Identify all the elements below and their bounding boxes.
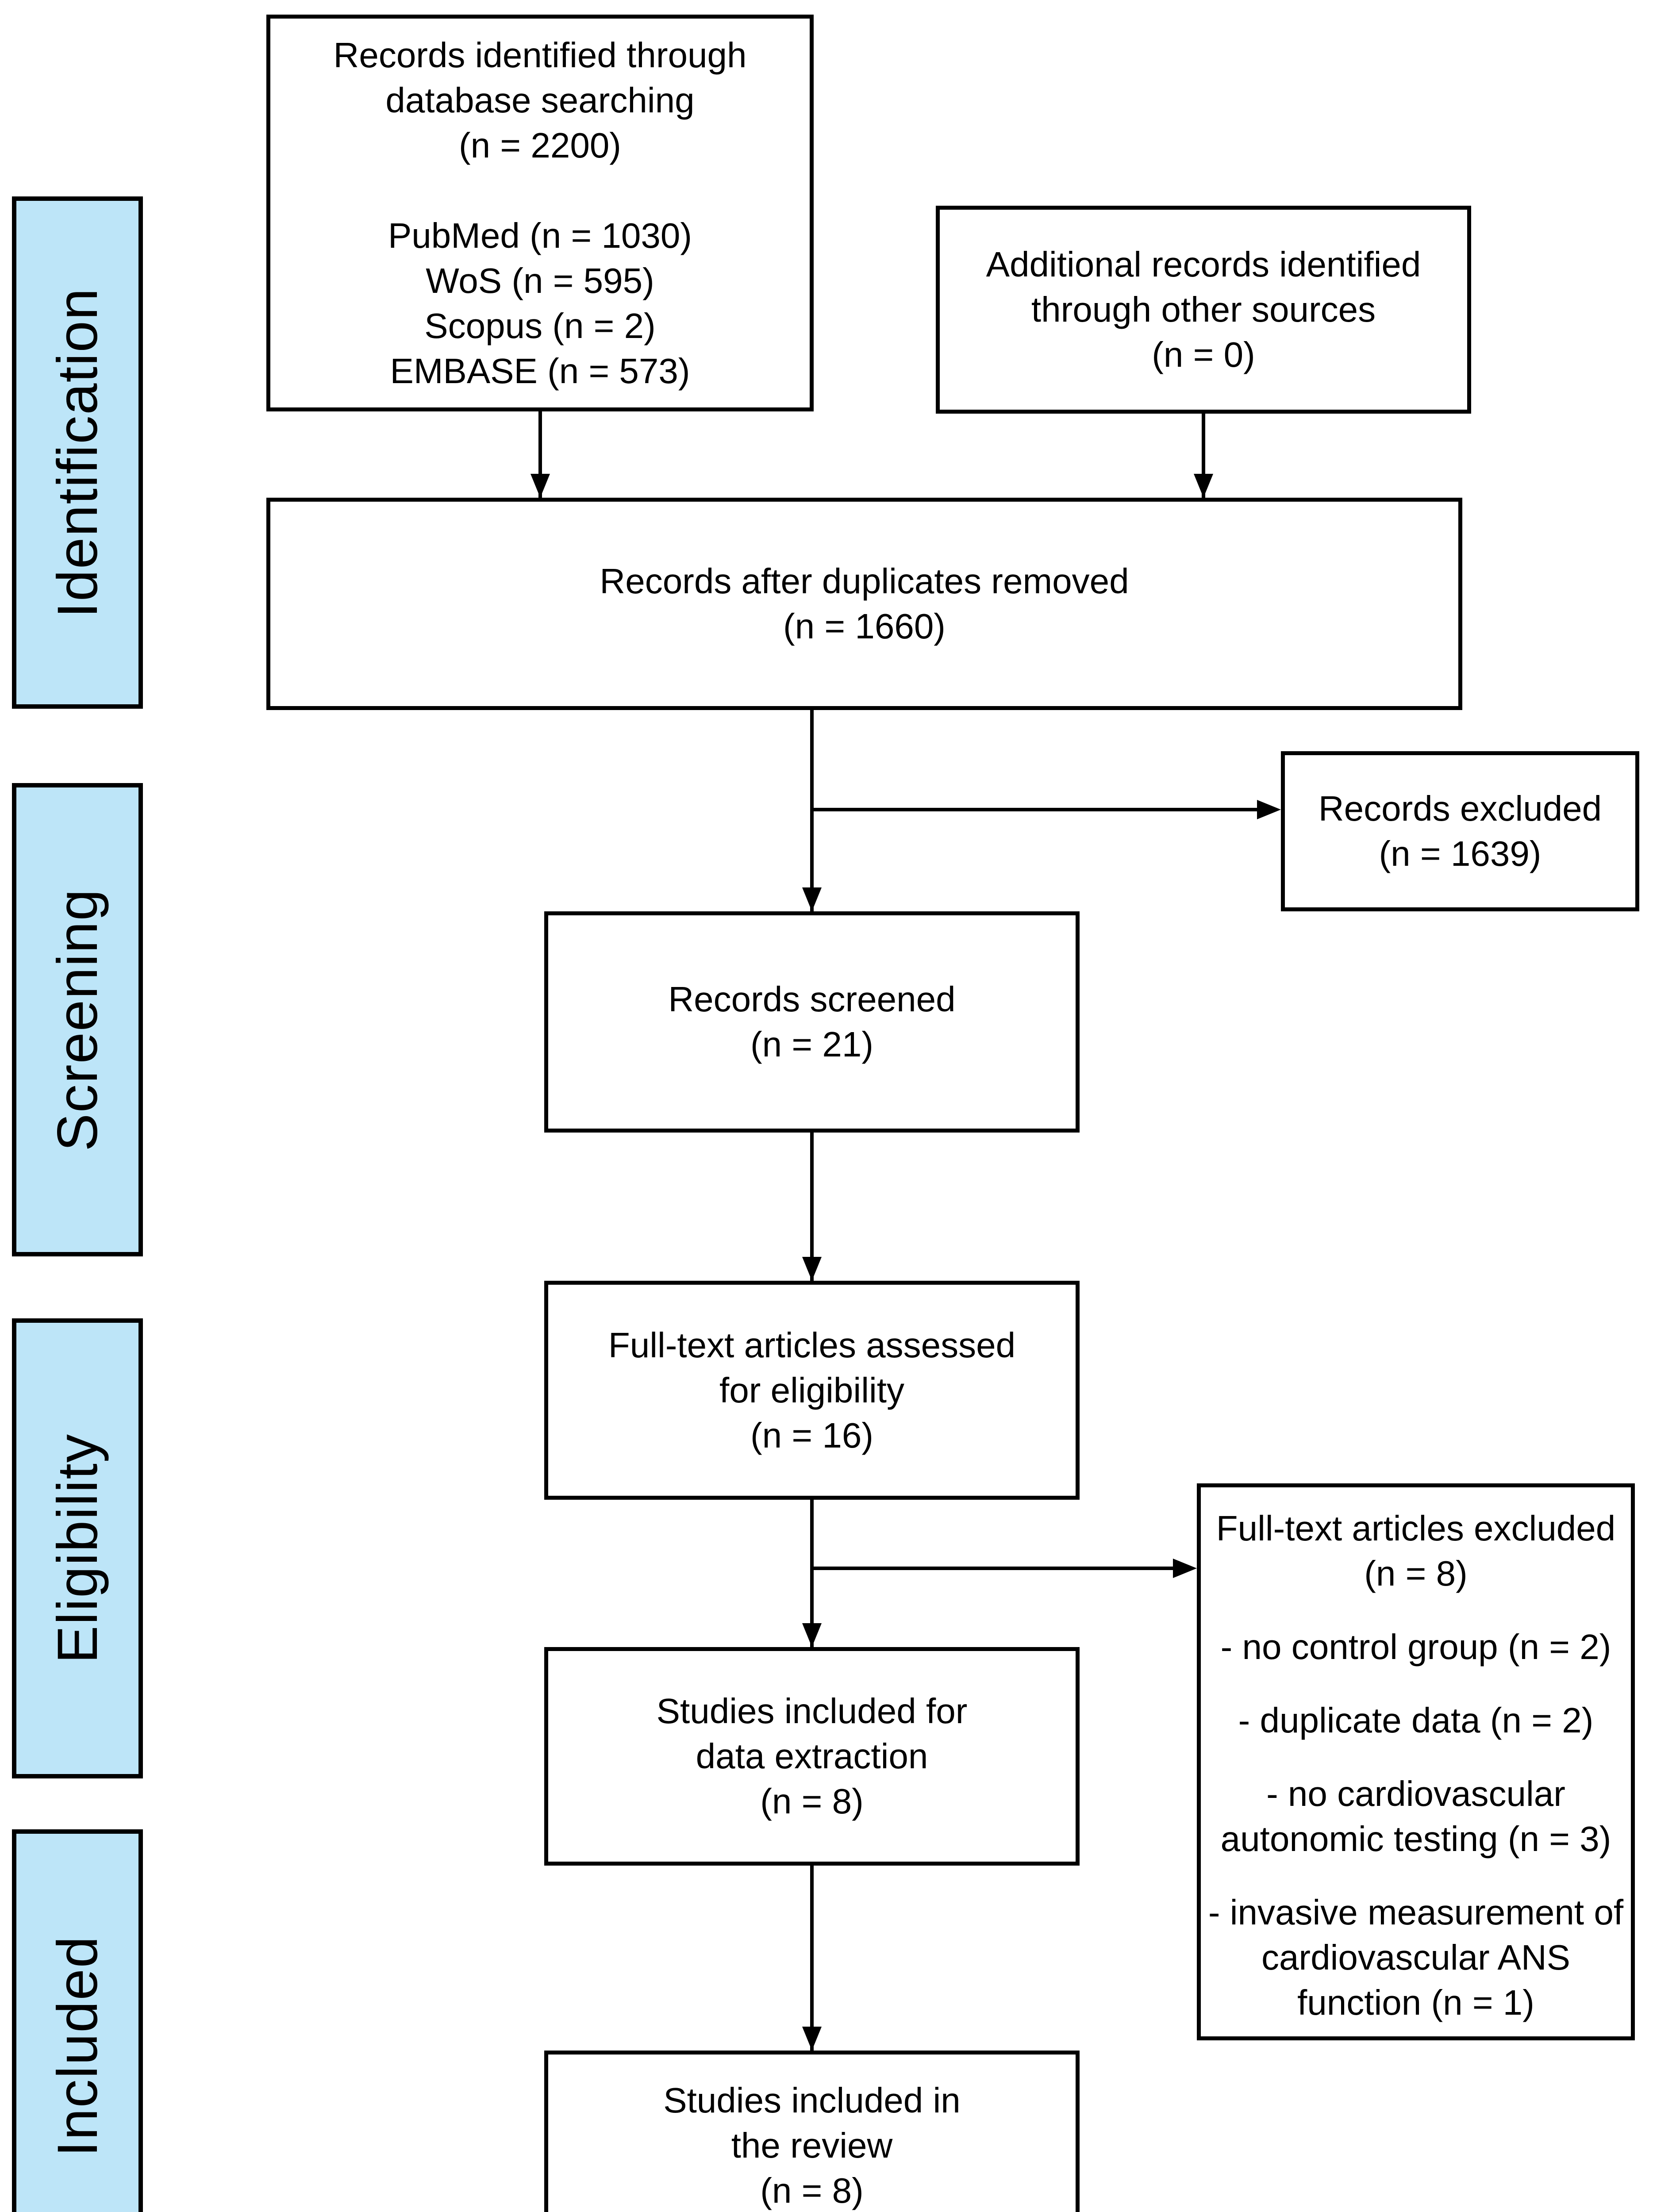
arrow-fulltext-to-extraction bbox=[810, 1500, 814, 1647]
box-text-line: Scopus (n = 2) bbox=[424, 306, 656, 346]
box-text-line: (n = 16) bbox=[750, 1415, 873, 1455]
box-text-line: (n = 8) bbox=[760, 1782, 864, 1821]
box-text-line: (n = 8) bbox=[760, 2171, 864, 2210]
arrowhead-right bbox=[1173, 1559, 1197, 1578]
arrow-identified-to-deduplicated bbox=[538, 411, 542, 498]
arrow-branch-to-fulltext-excluded bbox=[812, 1567, 1174, 1570]
box-text-line: (n = 21) bbox=[750, 1025, 873, 1064]
box-text-line: (n = 1660) bbox=[783, 607, 946, 646]
stage-label-text: Identification bbox=[46, 287, 109, 618]
box-text-line: Records identified through bbox=[333, 35, 747, 75]
box-text-line: function (n = 1) bbox=[1297, 1983, 1534, 2022]
box-records-excluded: Records excluded (n = 1639) bbox=[1281, 751, 1639, 911]
box-text-line: for eligibility bbox=[719, 1370, 904, 1410]
arrow-additional-to-deduplicated bbox=[1202, 414, 1205, 498]
box-text-line: - no cardiovascular bbox=[1266, 1774, 1565, 1813]
exclusion-reason: - duplicate data (n = 2) bbox=[1238, 1698, 1594, 1743]
arrowhead-down bbox=[802, 1257, 822, 1281]
box-review-included: Studies included in the review (n = 8) bbox=[544, 2051, 1080, 2212]
box-text-line: (n = 8) bbox=[1364, 1554, 1468, 1593]
exclusion-reason: - no cardiovascular autonomic testing (n… bbox=[1221, 1771, 1611, 1862]
stage-label-screening: Screening bbox=[12, 783, 143, 1256]
stage-label-included: Included bbox=[12, 1829, 143, 2212]
stage-label-text: Included bbox=[46, 1936, 109, 2157]
box-text-line: the review bbox=[731, 2126, 893, 2165]
arrowhead-right bbox=[1257, 800, 1281, 819]
box-text-line: autonomic testing (n = 3) bbox=[1220, 1819, 1611, 1859]
box-text-line: Full-text articles excluded bbox=[1216, 1509, 1616, 1548]
box-text-line: Full-text articles assessed bbox=[608, 1325, 1016, 1365]
box-data-extraction: Studies included for data extraction (n … bbox=[544, 1647, 1080, 1866]
box-fulltext-excluded: Full-text articles excluded (n = 8) - no… bbox=[1197, 1483, 1635, 2040]
box-text-line: Records after duplicates removed bbox=[600, 561, 1129, 601]
box-text-line: (n = 0) bbox=[1152, 335, 1255, 374]
box-additional-records: Additional records identified through ot… bbox=[936, 206, 1471, 414]
arrow-extraction-to-review bbox=[810, 1866, 814, 2051]
stage-label-eligibility: Eligibility bbox=[12, 1318, 143, 1778]
box-text-line: (n = 1639) bbox=[1379, 834, 1542, 873]
exclusion-reason: - no control group (n = 2) bbox=[1221, 1624, 1611, 1670]
arrowhead-down bbox=[1194, 474, 1213, 498]
box-text-line: WoS (n = 595) bbox=[426, 261, 654, 300]
box-text-line: cardiovascular ANS bbox=[1261, 1938, 1571, 1977]
box-text-line: Studies included in bbox=[663, 2081, 961, 2120]
arrowhead-down bbox=[802, 887, 822, 911]
stage-label-identification: Identification bbox=[12, 196, 143, 709]
box-text-line: Additional records identified bbox=[986, 245, 1421, 284]
arrow-screened-to-fulltext bbox=[810, 1133, 814, 1281]
box-records-screened: Records screened (n = 21) bbox=[544, 911, 1080, 1133]
exclusion-reason: - invasive measurement of cardiovascular… bbox=[1208, 1890, 1623, 2025]
box-text-line: (n = 2200) bbox=[459, 125, 621, 165]
arrow-branch-to-records-excluded bbox=[812, 808, 1258, 811]
stage-label-text: Eligibility bbox=[46, 1433, 109, 1663]
box-text-line: Records screened bbox=[668, 979, 956, 1019]
box-text-line: database searching bbox=[385, 80, 695, 120]
box-text-line: data extraction bbox=[696, 1736, 928, 1776]
box-text-line: PubMed (n = 1030) bbox=[388, 215, 692, 255]
box-text-line: - duplicate data (n = 2) bbox=[1238, 1701, 1594, 1740]
box-text-line: through other sources bbox=[1031, 290, 1376, 329]
box-records-identified: Records identified through database sear… bbox=[266, 15, 814, 411]
box-text-line: EMBASE (n = 573) bbox=[390, 351, 690, 391]
box-text-line: - invasive measurement of bbox=[1208, 1893, 1624, 1932]
box-text-line: Records excluded bbox=[1318, 789, 1602, 828]
box-duplicates-removed: Records after duplicates removed (n = 16… bbox=[266, 498, 1462, 710]
box-fulltext-assessed: Full-text articles assessed for eligibil… bbox=[544, 1281, 1080, 1500]
box-text-line: Studies included for bbox=[656, 1691, 968, 1731]
stage-label-text: Screening bbox=[46, 888, 109, 1152]
fulltext-excluded-title: Full-text articles excluded (n = 8) bbox=[1216, 1506, 1616, 1596]
arrowhead-down bbox=[802, 1623, 822, 1647]
box-text-line: - no control group (n = 2) bbox=[1220, 1627, 1611, 1667]
arrowhead-down bbox=[530, 474, 550, 498]
arrowhead-down bbox=[802, 2027, 822, 2051]
